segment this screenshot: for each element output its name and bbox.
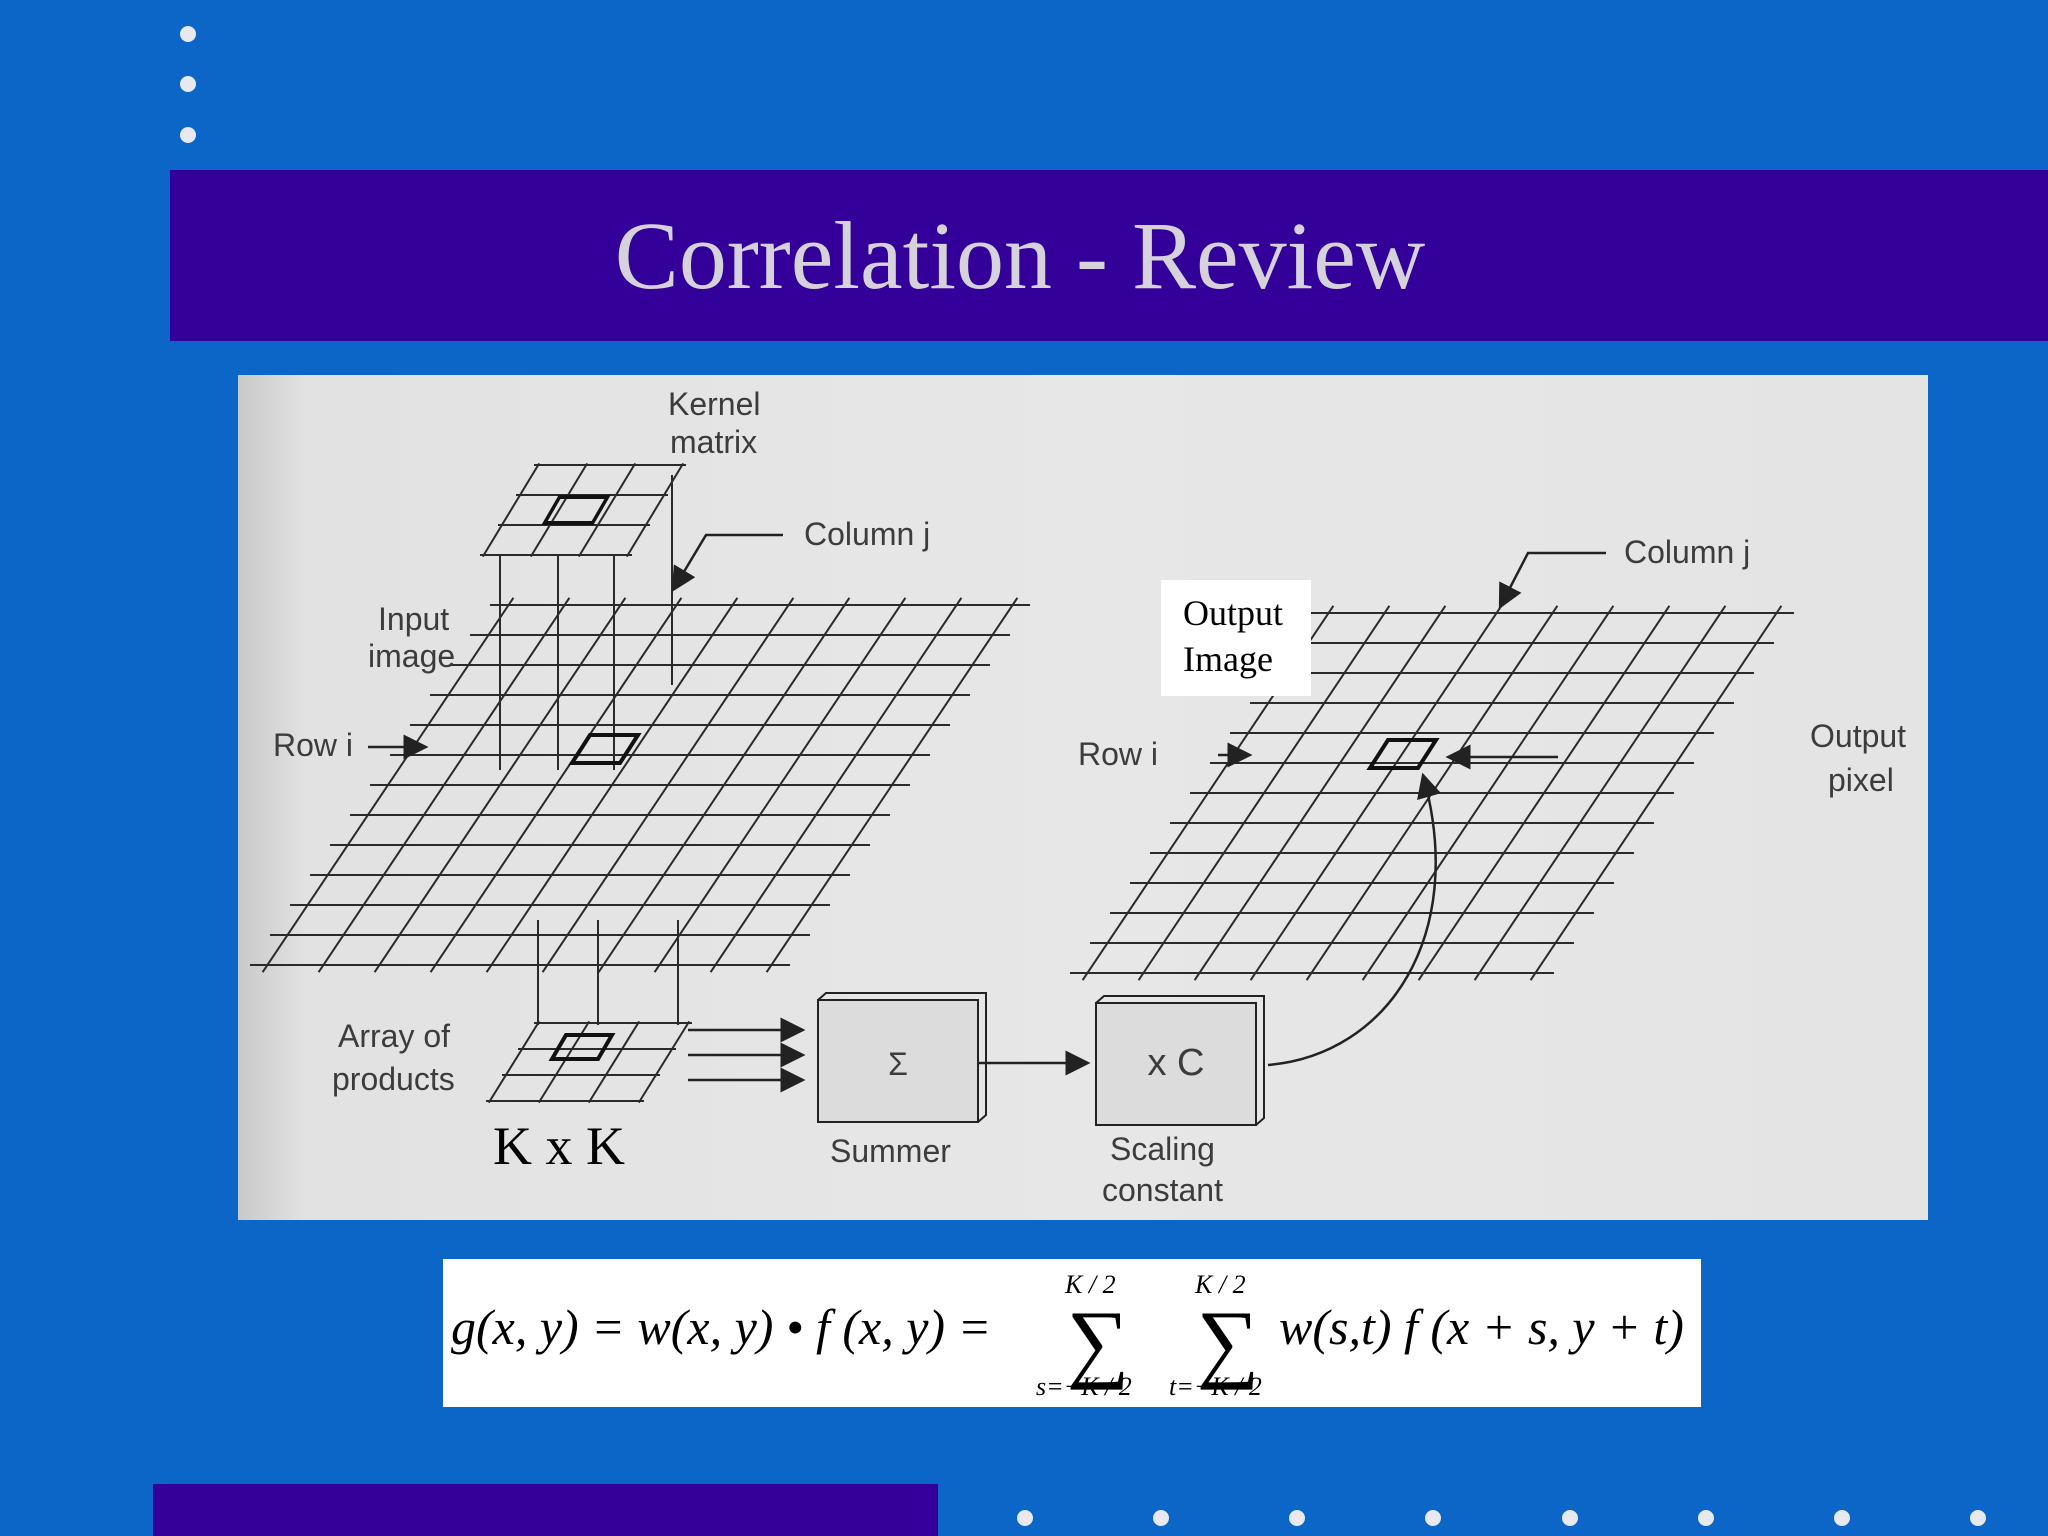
output-image-label-line2: Image (1183, 639, 1273, 679)
sum2-lower: t=−K / 2 (1169, 1372, 1262, 1401)
grid-line (541, 597, 795, 973)
output-pixel-label-line2: pixel (1828, 762, 1894, 798)
kernel-center-cell (541, 495, 611, 525)
decorative-dot (1425, 1510, 1441, 1526)
decorative-dot (1970, 1510, 1986, 1526)
slide-title: Correlation - Review (614, 202, 1426, 309)
array-of-products (486, 1020, 692, 1104)
formula-rhs: w(s,t) f (x + s, y + t) (1279, 1299, 1684, 1355)
sum1-lower: s=−K / 2 (1036, 1372, 1132, 1401)
scaling-label-line2: constant (1102, 1172, 1223, 1208)
output-image-grid (1070, 605, 1794, 981)
grid-line (1529, 605, 1783, 981)
column-left-label: Column j (804, 516, 930, 552)
grid-line (1361, 605, 1615, 981)
grid-line (709, 597, 963, 973)
grid-line (529, 462, 589, 558)
row-left-label: Row i (273, 727, 353, 763)
column-right-pointer (1498, 551, 1606, 610)
diagram-drawing: Σ x C Kernel matrix Column j Column j In… (250, 386, 1906, 1208)
input-label-line2: image (368, 638, 455, 674)
grid-line (317, 597, 571, 973)
grid-line (1193, 605, 1447, 981)
kernel-label-line2: matrix (670, 424, 757, 460)
column-right-label: Column j (1624, 534, 1750, 570)
grid-line (487, 1020, 541, 1104)
sum2-upper: K / 2 (1194, 1270, 1246, 1299)
product-highlight-cell (548, 1033, 616, 1061)
decorative-dot (1017, 1510, 1033, 1526)
decorative-dot (1562, 1510, 1578, 1526)
decorative-dot (180, 26, 196, 42)
decorative-dot (180, 76, 196, 92)
array-label-line2: products (332, 1061, 455, 1097)
grid-line (485, 597, 739, 973)
grid-line (429, 597, 683, 973)
grid-line (481, 462, 541, 558)
grid-line (653, 597, 907, 973)
scaling-box: x C (1095, 995, 1265, 1126)
input-label-line1: Input (378, 601, 449, 637)
scaling-label-line1: Scaling (1110, 1131, 1215, 1167)
decorative-dot (180, 127, 196, 143)
sum2-sigma: ∑ (1197, 1294, 1260, 1391)
summer-box: Σ (817, 992, 987, 1123)
grid-line (1249, 605, 1503, 981)
sum1-sigma: ∑ (1067, 1294, 1130, 1391)
product-arrows (688, 1017, 1091, 1093)
kernel-size-label: K x K (493, 1116, 625, 1176)
summer-label: Summer (830, 1133, 951, 1169)
grid-line (1137, 605, 1391, 981)
grid-line (261, 597, 515, 973)
formula-drawing: g(x, y) = w(x, y) • f (x, y) = K / 2 ∑ s… (451, 1270, 1684, 1401)
grid-line (1417, 605, 1671, 981)
grid-line (597, 597, 851, 973)
decorative-dot (1289, 1510, 1305, 1526)
title-band: Correlation - Review (170, 170, 2048, 341)
decorative-dot (1834, 1510, 1850, 1526)
scaled-output-curve (1267, 772, 1442, 1067)
input-image-grid (250, 597, 1030, 973)
formula-lhs: g(x, y) = w(x, y) • f (x, y) = (451, 1299, 991, 1355)
output-pixel-cell (1366, 738, 1440, 770)
row-right-label: Row i (1078, 736, 1158, 772)
grid-line (765, 597, 1019, 973)
input-highlight-cell (568, 733, 642, 765)
array-label-line1: Array of (338, 1018, 450, 1054)
summer-symbol: Σ (888, 1046, 908, 1082)
grid-line (373, 597, 627, 973)
correlation-diagram: Σ x C Kernel matrix Column j Column j In… (238, 375, 1928, 1220)
grid-line (577, 462, 637, 558)
grid-line (1473, 605, 1727, 981)
output-image-label-line1: Output (1183, 593, 1284, 633)
output-pixel-label-line1: Output (1810, 718, 1906, 754)
correlation-formula: g(x, y) = w(x, y) • f (x, y) = K / 2 ∑ s… (443, 1259, 1701, 1407)
grid-line (637, 1020, 691, 1104)
kernel-label-line1: Kernel (668, 386, 761, 422)
bottom-band (153, 1484, 938, 1536)
grid-line (625, 462, 685, 558)
scaling-symbol: x C (1148, 1042, 1205, 1084)
column-left-pointer (671, 533, 783, 593)
output-image-label: Output Image (1161, 580, 1311, 696)
kernel-prism-lines (499, 475, 679, 1025)
decorative-dot (1698, 1510, 1714, 1526)
sum1-upper: K / 2 (1064, 1270, 1116, 1299)
decorative-dot (1153, 1510, 1169, 1526)
grid-line (587, 1020, 641, 1104)
kernel-matrix (480, 462, 686, 558)
